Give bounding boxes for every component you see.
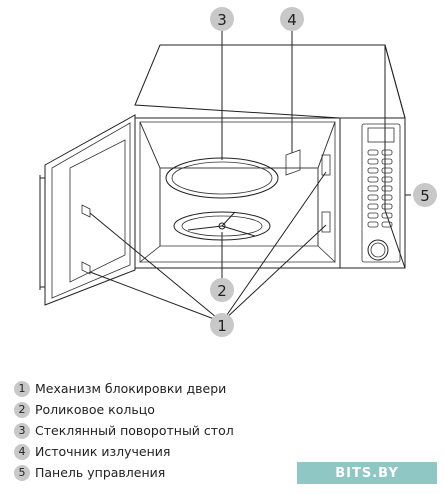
callout-4: 4 [280,7,304,31]
legend-item: 3 Стеклянный поворотный стол [14,420,314,441]
watermark: BITS.BY [297,462,437,484]
microwave-door [39,114,136,306]
svg-text:3: 3 [217,11,227,29]
legend: 1 Механизм блокировки двери 2 Роликовое … [14,378,314,483]
callout-5: 5 [413,183,437,207]
legend-item: 5 Панель управления [14,462,314,483]
svg-text:4: 4 [287,11,297,29]
legend-number: 4 [14,443,30,460]
control-buttons [367,149,393,228]
legend-item: 1 Механизм блокировки двери [14,378,314,399]
panel-button-shape [367,158,379,165]
legend-item: 4 Источник излучения [14,441,314,462]
legend-label: Панель управления [35,465,166,480]
panel-button-shape [381,149,393,156]
legend-number: 2 [14,401,30,418]
panel-button-shape [367,203,379,210]
panel-button-shape [381,167,393,174]
microwave-diagram: 1 2 3 4 5 [39,7,437,337]
radiation-source [285,149,301,176]
microwave-body [134,44,406,269]
svg-text:2: 2 [217,282,227,300]
legend-label: Роликовое кольцо [35,402,155,417]
legend-number: 3 [14,422,30,439]
legend-label: Источник излучения [35,444,171,459]
callout-2: 2 [210,278,234,302]
callout-3: 3 [210,7,234,31]
panel-button-shape [367,185,379,192]
panel-button-shape [381,194,393,201]
legend-item: 2 Роликовое кольцо [14,399,314,420]
panel-button-shape [367,149,379,156]
panel-button-shape [381,158,393,165]
panel-button-shape [381,176,393,183]
svg-text:1: 1 [217,317,227,335]
control-knob [367,239,389,261]
panel-button-shape [381,185,393,192]
panel-button-shape [381,221,393,228]
glass-turntable [165,157,279,199]
panel-button-shape [367,212,379,219]
panel-button-shape [367,221,379,228]
panel-button-shape [367,194,379,201]
panel-button-shape [381,203,393,210]
leader-lines [89,28,411,323]
legend-number: 1 [14,380,30,397]
panel-button-shape [367,176,379,183]
panel-button-shape [381,212,393,219]
legend-label: Механизм блокировки двери [35,381,227,396]
legend-label: Стеклянный поворотный стол [35,423,234,438]
legend-number: 5 [14,464,30,481]
panel-button-shape [367,167,379,174]
callout-1: 1 [210,313,234,337]
svg-text:5: 5 [420,187,430,205]
